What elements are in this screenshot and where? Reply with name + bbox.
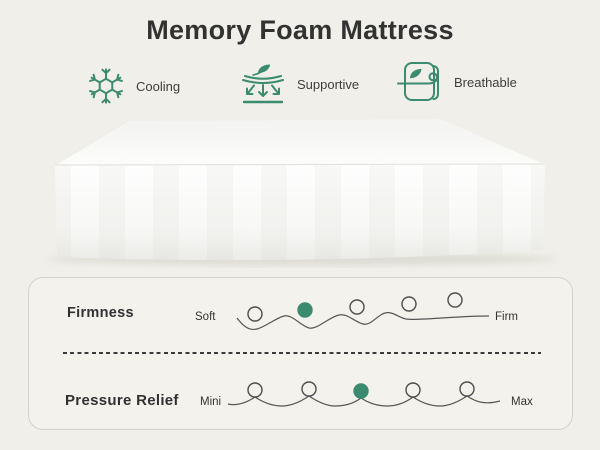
pressure-min-label: Mini: [200, 396, 222, 408]
firmness-scale: [236, 292, 490, 331]
mattress-illustration: [47, 118, 557, 266]
firmness-max-label: Firm: [495, 311, 518, 323]
ratings-panel: Firmness Soft Firm Pressure Relief Mini …: [28, 277, 573, 430]
feature-breathable: Breathable: [397, 58, 517, 106]
feature-label: Supportive: [297, 76, 360, 92]
scale-dot: [353, 383, 369, 399]
feature-cooling: Cooling: [87, 62, 180, 110]
scale-dot: [349, 299, 365, 315]
feature-supportive: Supportive: [240, 60, 359, 108]
pressure-max-label: Max: [511, 396, 533, 408]
pressure-relief-scale: [227, 381, 501, 407]
airflow-mattress-leaf-icon: [397, 62, 439, 101]
scale-dot: [247, 382, 263, 398]
snowflake-icon: [89, 68, 123, 104]
scale-dot: [297, 302, 313, 318]
pressure-relief-label: Pressure Relief: [65, 392, 179, 409]
scale-dot: [405, 382, 421, 398]
feature-label: Cooling: [136, 78, 181, 94]
page-title: Memory Foam Mattress: [146, 15, 454, 45]
scale-dot: [247, 306, 263, 322]
scale-dot: [301, 381, 317, 397]
compress-arrows-leaf-icon: [242, 64, 284, 104]
scale-dot: [447, 292, 463, 308]
firmness-wave: [236, 312, 490, 331]
firmness-min-label: Soft: [195, 311, 216, 323]
scale-dot: [459, 381, 475, 397]
firmness-label: Firmness: [67, 305, 134, 321]
dashed-divider: [63, 352, 541, 354]
mattress-top-face: [55, 119, 545, 165]
scale-dot: [401, 296, 417, 312]
feature-label: Breathable: [454, 74, 517, 90]
